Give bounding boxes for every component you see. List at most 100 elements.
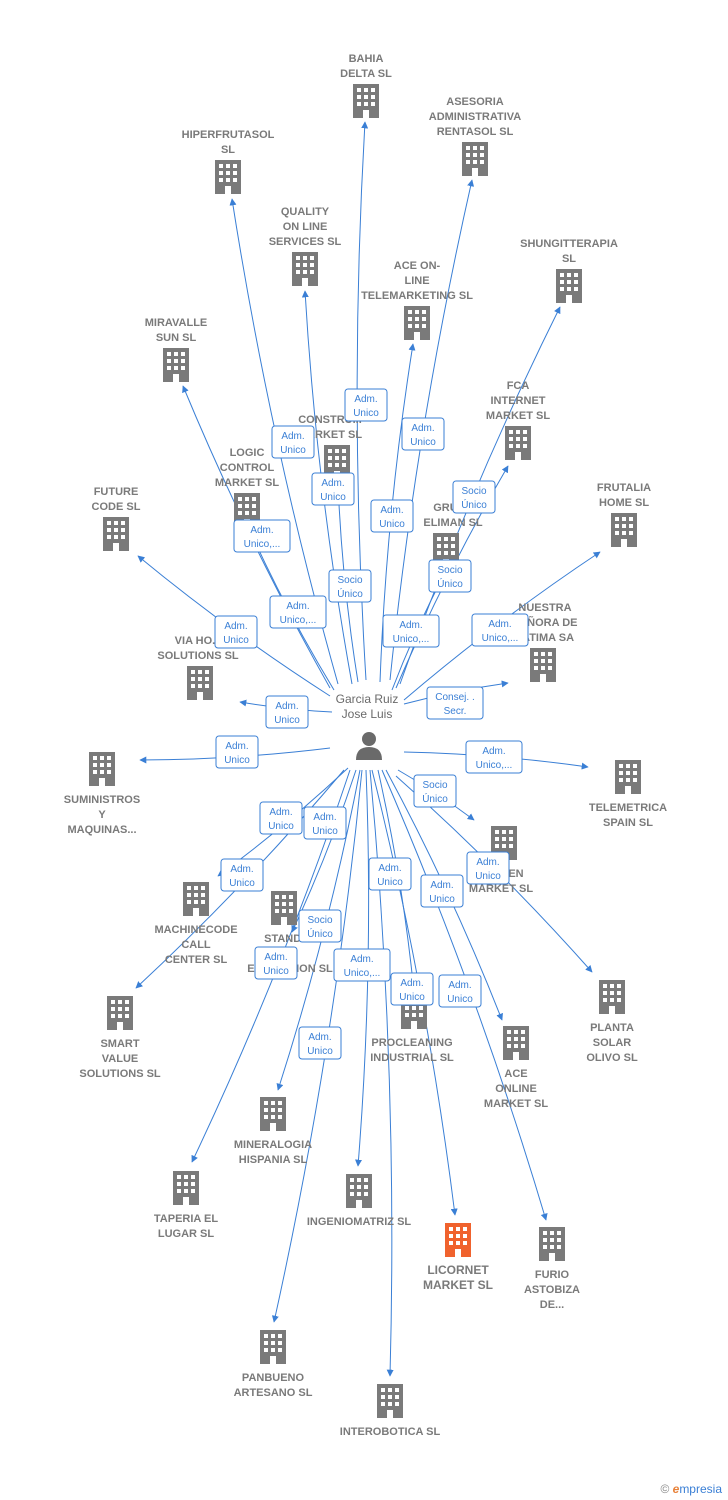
- role-badge-text: Unico,...: [344, 968, 381, 979]
- company-label-line: TAPERIA EL: [154, 1213, 218, 1225]
- role-badge-text: Adm.: [313, 812, 336, 823]
- building-icon: [271, 891, 297, 925]
- role-badge-text: Unico: [410, 437, 436, 448]
- role-badge-b21[interactable]: Adm.Unico: [220, 858, 264, 892]
- role-badge-b1[interactable]: Adm.Unico: [344, 388, 388, 422]
- building-icon: [530, 648, 556, 682]
- building-icon: [163, 348, 189, 382]
- role-badge-b20[interactable]: Adm.Unico: [303, 806, 347, 840]
- role-badge-text: Adm.: [411, 423, 434, 434]
- role-badge-text: Adm.: [275, 701, 298, 712]
- company-node-furio[interactable]: FURIOASTOBIZADE...: [524, 1227, 580, 1311]
- role-badge-text: Unico: [475, 871, 501, 882]
- role-badge-b3[interactable]: Adm. Unico: [401, 417, 445, 451]
- role-badge-b15[interactable]: Consej. . Secr.: [426, 686, 484, 720]
- brand-name: mpresia: [679, 1482, 722, 1496]
- role-badge-text: Unico: [399, 992, 425, 1003]
- company-node-ingeniomatriz[interactable]: INGENIOMATRIZ SL: [307, 1174, 412, 1228]
- role-badge-b16[interactable]: Adm.Unico: [215, 735, 259, 769]
- role-badge-text: Adm.: [350, 954, 373, 965]
- role-badge-text: Secr.: [444, 706, 467, 717]
- building-icon: [187, 666, 213, 700]
- company-label-line: DE...: [540, 1299, 564, 1311]
- role-badge-text: Adm.: [225, 741, 248, 752]
- building-icon: [615, 760, 641, 794]
- role-badge-b28[interactable]: Adm. Unico: [390, 972, 434, 1006]
- role-badge-b13[interactable]: Adm.Unico,...: [471, 613, 529, 647]
- role-badge-b26[interactable]: Adm.Unico: [254, 946, 298, 980]
- role-badge-b2[interactable]: Adm.Unico: [271, 425, 315, 459]
- role-badge-b14[interactable]: Adm. Unico: [265, 695, 309, 729]
- building-icon: [505, 426, 531, 460]
- role-badge-b27[interactable]: Adm. Unico,...: [333, 948, 391, 982]
- company-node-interobotica[interactable]: INTEROBOTICA SL: [340, 1384, 441, 1438]
- role-badge-text: Adm.: [380, 505, 403, 516]
- company-node-suministros[interactable]: SUMINISTROSYMAQUINAS...: [64, 752, 140, 836]
- company-label-line: PANBUENO: [242, 1372, 305, 1384]
- footer-brand[interactable]: © empresia: [660, 1482, 722, 1496]
- role-badge-text: Unico: [377, 877, 403, 888]
- role-badge-b7[interactable]: Adm.Unico,...: [233, 519, 291, 553]
- company-label-line: MARKET SL: [486, 410, 550, 422]
- role-badge-b30[interactable]: Adm.Unico: [298, 1026, 342, 1060]
- role-badge-text: Unico: [320, 492, 346, 503]
- company-label-line: FUTURE: [94, 486, 139, 498]
- company-label-line: FRUTALIA: [597, 482, 651, 494]
- company-label-line: SEÑORA DE: [513, 616, 578, 629]
- role-badge-b25[interactable]: Adm.Unico: [420, 874, 464, 908]
- company-label-line: PLANTA: [590, 1022, 634, 1034]
- company-node-viaho[interactable]: VIA HO...SOLUTIONS SL: [157, 635, 239, 700]
- role-badge-text: Consej. .: [435, 692, 474, 703]
- building-icon: [215, 160, 241, 194]
- role-badge-b23[interactable]: Adm.Unico: [368, 857, 412, 891]
- role-badge-b11[interactable]: Adm.Unico,...: [382, 614, 440, 648]
- role-badge-b22[interactable]: Adm.Unico: [466, 851, 510, 885]
- role-badge-b19[interactable]: Adm.Unico: [259, 801, 303, 835]
- role-badge-b6[interactable]: Adm.Unico: [370, 499, 414, 533]
- company-label-line: RENTASOL SL: [437, 126, 514, 138]
- role-badge-text: Adm.: [250, 525, 273, 536]
- company-label-line: MARKET SL: [469, 883, 533, 895]
- role-badge-b17[interactable]: Adm.Unico,...: [465, 740, 523, 774]
- role-badge-text: Unico,...: [280, 615, 317, 626]
- company-label-line: ON LINE: [283, 221, 328, 233]
- role-badge-b4[interactable]: Adm.Unico: [311, 472, 355, 506]
- company-label-line: MINERALOGIA: [234, 1139, 312, 1151]
- role-badge-b10[interactable]: Adm.Unico,...: [269, 595, 327, 629]
- role-badge-b29[interactable]: Adm.Unico: [438, 974, 482, 1008]
- role-badge-text: Adm.: [400, 978, 423, 989]
- role-badge-b12[interactable]: Adm.Unico: [214, 615, 258, 649]
- role-badge-text: Unico: [274, 715, 300, 726]
- company-label-line: HIPERFRUTASOL: [182, 129, 275, 141]
- building-icon: [260, 1097, 286, 1131]
- company-label-line: SOLAR: [593, 1037, 632, 1049]
